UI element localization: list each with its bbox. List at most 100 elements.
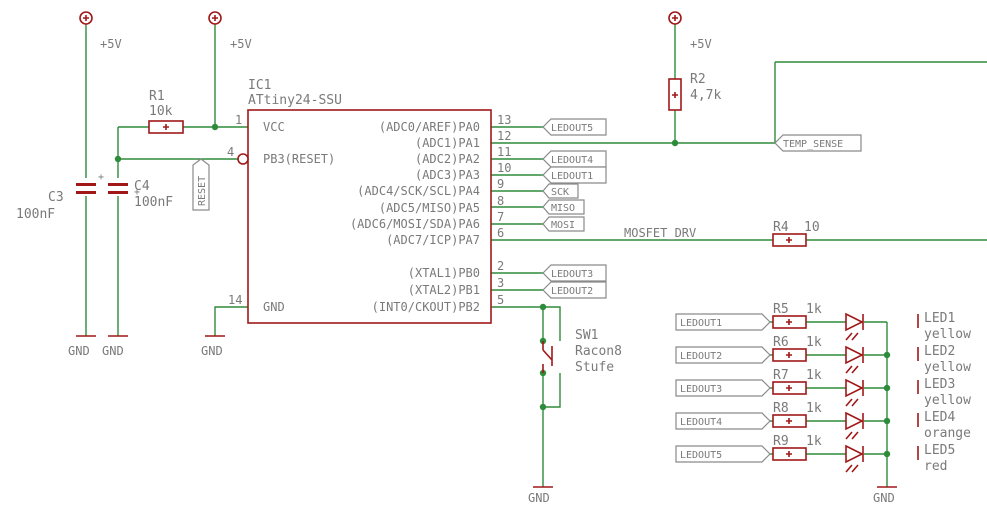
- pin-number: 2: [497, 259, 504, 273]
- ground-symbols: GND GND GND GND GND: [68, 335, 897, 505]
- pin-label: (ADC3)PA3: [415, 168, 480, 182]
- led-row: LEDOUT2 R6 1k LED2 yellow: [675, 335, 971, 375]
- pin-label: VCC: [263, 120, 285, 134]
- switch-line2: Stufe: [575, 360, 614, 375]
- supply-icon: [208, 11, 222, 25]
- supply-label: +5V: [690, 37, 712, 51]
- switch-line1: Racon8: [575, 344, 622, 359]
- pin-number: 13: [497, 113, 511, 127]
- led-row: LEDOUT5 R9 1k LED5 red: [675, 434, 955, 474]
- pin-label: (XTAL1)PB0: [408, 266, 480, 280]
- led-resistor-name: R6: [773, 335, 789, 350]
- pin-label: (ADC2)PA2: [415, 152, 480, 166]
- svg-text:LEDOUT2: LEDOUT2: [551, 286, 593, 297]
- svg-text:+: +: [98, 172, 104, 183]
- ic-right-pins: (ADC0/AREF)PA0 (ADC1)PA1 (ADC2)PA2 (ADC3…: [350, 113, 512, 314]
- resistor-r1: R1 10k: [148, 89, 184, 134]
- svg-text:LEDOUT5: LEDOUT5: [551, 123, 593, 134]
- pin-number: 9: [497, 177, 504, 191]
- pin-number: 5: [497, 293, 504, 307]
- resistor-r4: R4 10: [772, 220, 820, 247]
- led-row: LEDOUT3 R7 1k LED3 yellow: [675, 368, 971, 408]
- capacitor-value: 100nF: [16, 207, 55, 222]
- led-resistor-name: R7: [773, 368, 789, 383]
- net-label-temp-sense: TEMP_SENSE: [774, 134, 862, 152]
- svg-text:RESET: RESET: [197, 176, 208, 206]
- led-resistor-name: R8: [773, 401, 789, 416]
- ic-part: ATtiny24-SSU: [248, 93, 342, 108]
- led-name: LED1: [924, 311, 955, 326]
- switch-sw1: SW1 Racon8 Stufe: [542, 328, 622, 375]
- ground-label: GND: [201, 344, 223, 358]
- led-net-label: LEDOUT2: [680, 351, 722, 362]
- pin-label: (ADC0/AREF)PA0: [379, 120, 480, 134]
- svg-text:MOSI: MOSI: [551, 220, 575, 231]
- capacitor-value: 100nF: [134, 195, 173, 210]
- pin-number: 12: [497, 129, 511, 143]
- pin-label: (XTAL2)PB1: [408, 283, 480, 297]
- pin-label: GND: [263, 300, 285, 314]
- resistor-name: R2: [690, 72, 706, 87]
- pin-number: 7: [497, 210, 504, 224]
- led-resistor-value: 1k: [806, 335, 822, 350]
- resistor-value: 10k: [149, 104, 173, 119]
- pin-number: 6: [497, 226, 504, 240]
- pin-number: 10: [497, 161, 511, 175]
- led-color: yellow: [924, 327, 971, 342]
- ic1: IC1 ATtiny24-SSU 1 VCC 4 PB3(RESET) 14 G…: [227, 78, 512, 324]
- led-color: red: [924, 459, 947, 474]
- svg-text:MISO: MISO: [551, 203, 575, 214]
- supply-icon: [668, 11, 682, 25]
- resistor-value: 4,7k: [690, 88, 721, 103]
- supply-icon: [79, 11, 93, 25]
- led-name: LED4: [924, 410, 955, 425]
- led-resistor-name: R5: [773, 302, 789, 317]
- net-label-miso: MISO: [542, 199, 585, 215]
- ground-label: GND: [528, 491, 550, 505]
- resistor-name: R1: [149, 89, 165, 104]
- svg-text:TEMP_SENSE: TEMP_SENSE: [783, 139, 843, 150]
- led-row: LEDOUT1 R5 1k LED1 yellow: [675, 302, 971, 342]
- led-color: orange: [924, 426, 971, 441]
- led-name: LED5: [924, 443, 955, 458]
- led-resistor-value: 1k: [806, 368, 822, 383]
- pin-label: (ADC4/SCK/SCL)PA4: [357, 184, 480, 198]
- resistor-name: R4: [773, 220, 789, 235]
- supply-label: +5V: [100, 37, 122, 51]
- led-name: LED3: [924, 377, 955, 392]
- svg-text:LEDOUT3: LEDOUT3: [551, 269, 593, 280]
- net-label-pb0: LEDOUT3: [542, 264, 607, 282]
- led-resistor-name: R9: [773, 434, 789, 449]
- svg-text:LEDOUT4: LEDOUT4: [551, 155, 593, 166]
- net-name-mosfet: MOSFET_DRV: [624, 226, 696, 240]
- led-resistor-value: 1k: [806, 302, 822, 317]
- net-label-pb1: LEDOUT2: [542, 281, 607, 299]
- net-label-pa3: LEDOUT1: [542, 166, 607, 184]
- ic-left-pins: 1 VCC 4 PB3(RESET) 14 GND: [227, 113, 335, 314]
- pin-number: 3: [497, 276, 504, 290]
- pin-label: (ADC1)PA1: [415, 136, 480, 150]
- switch-name: SW1: [575, 328, 598, 343]
- led-net-label: LEDOUT3: [680, 384, 722, 395]
- capacitor-c4: + C4 100nF: [108, 179, 173, 210]
- ic-name: IC1: [248, 78, 271, 93]
- capacitor-c3: + C3 100nF: [16, 172, 104, 222]
- led-net-label: LEDOUT1: [680, 318, 722, 329]
- pin-label: (INT0/CKOUT)PB2: [372, 300, 480, 314]
- pin-label: (ADC7/ICP)PA7: [386, 233, 480, 247]
- pin-label: PB3(RESET): [263, 152, 335, 166]
- net-label-pa0: LEDOUT5: [542, 118, 607, 136]
- net-labels: RESET LEDOUT5 TEMP_SENSE LEDOUT4 LEDOUT1…: [192, 118, 862, 299]
- resistor-r2: R2 4,7k: [668, 72, 721, 111]
- pin-number: 11: [497, 145, 511, 159]
- pin-number: 8: [497, 194, 504, 208]
- pin-label: (ADC6/MOSI/SDA)PA6: [350, 217, 480, 231]
- svg-text:+: +: [134, 187, 140, 198]
- net-label-sck: SCK: [542, 183, 579, 199]
- resistor-value: 10: [804, 220, 820, 235]
- pin-number: 4: [227, 145, 234, 159]
- led-rows: LEDOUT1 R5 1k LED1 yellow LEDOUT2 R6 1k …: [675, 302, 971, 474]
- supply-label: +5V: [230, 37, 252, 51]
- led-color: yellow: [924, 360, 971, 375]
- pin-number: 1: [235, 113, 242, 127]
